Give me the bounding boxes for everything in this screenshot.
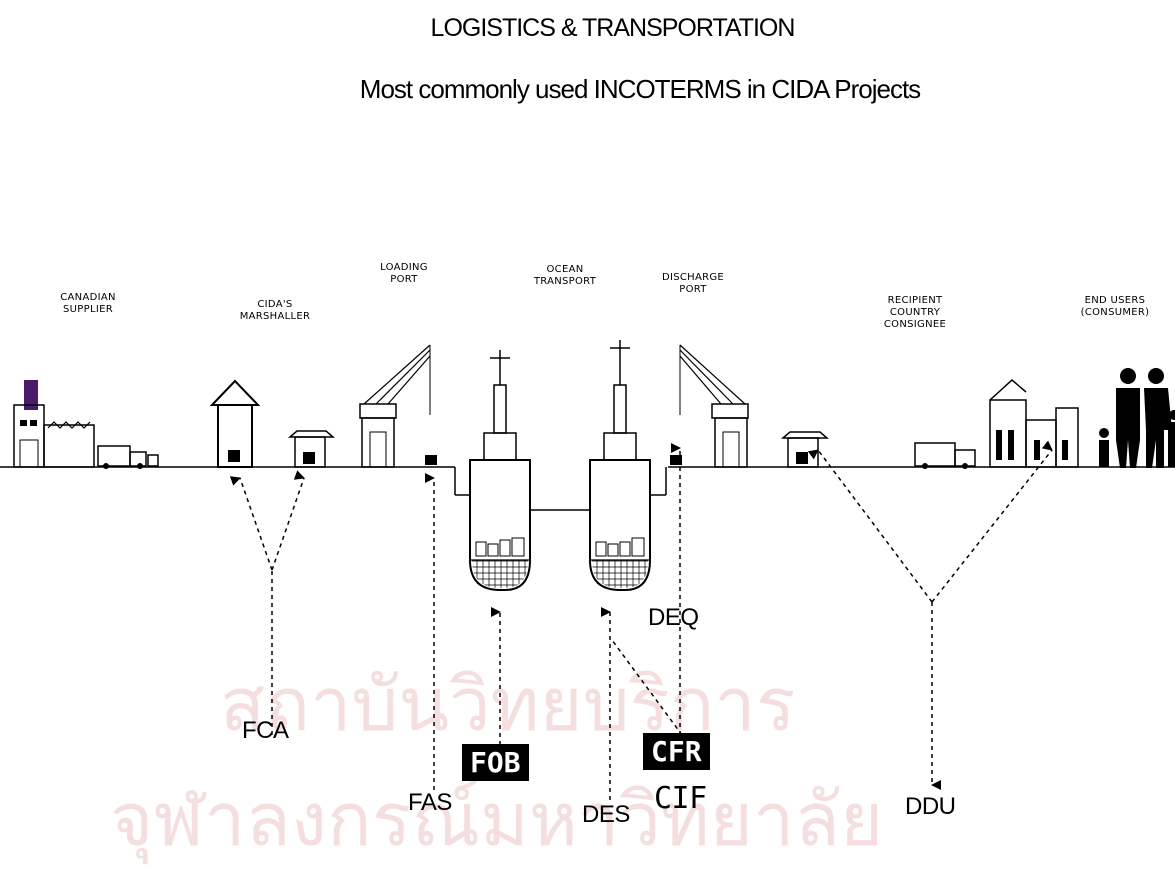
ddu-arrow-right: [932, 450, 1052, 602]
ddu-arrow-left: [818, 450, 932, 602]
term-des: DES: [582, 801, 630, 829]
term-fob: FOB: [462, 744, 529, 781]
term-deq: DEQ: [648, 604, 699, 632]
factory-icon: [14, 380, 94, 467]
warehouse-icon: [212, 381, 258, 467]
crane-icon-loading: [360, 345, 437, 467]
ship-icon-discharge: [590, 340, 666, 590]
cfr-arrow: [612, 640, 682, 735]
ship-icon-loading: [455, 350, 530, 590]
fca-arrow-right: [272, 478, 304, 570]
fca-arrow-left: [240, 478, 272, 570]
truck-icon-supplier: [98, 446, 158, 469]
term-cif: CIF: [654, 781, 707, 816]
truck-icon-consignee: [915, 443, 975, 469]
buildings-icon: [990, 380, 1078, 467]
shed-icon-marshaller: [290, 431, 333, 467]
crane-icon-discharge: [670, 345, 748, 467]
term-ddu: DDU: [905, 793, 956, 821]
term-fas: FAS: [408, 789, 452, 817]
shed-icon-consignee: [783, 432, 827, 467]
people-icon: [1099, 368, 1175, 468]
term-fca: FCA: [242, 717, 289, 745]
term-cfr: CFR: [643, 733, 710, 770]
